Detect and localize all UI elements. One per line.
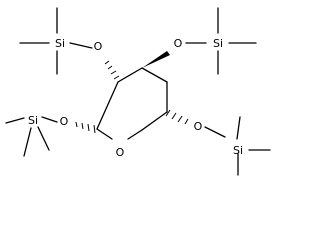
- o-atom-ring: O: [116, 146, 125, 159]
- bond-c2-c3: [117, 67, 143, 83]
- o-atom-top-right: O: [174, 37, 183, 50]
- bond-c5-c6: [141, 111, 168, 131]
- methyl-bond: [23, 127, 32, 157]
- si-atom-right: Si: [233, 144, 243, 157]
- o-atom-right: O: [194, 120, 203, 133]
- si-atom-left: Si: [28, 114, 38, 127]
- bond-c6-o-ring: [127, 129, 143, 140]
- hashed-bond-c1-o: [75, 121, 96, 134]
- si-atom-top-right: Si: [213, 37, 223, 50]
- methyl-bond: [37, 126, 50, 151]
- si-atom-top-left: Si: [55, 37, 65, 50]
- stereo-bonds: [75, 51, 189, 134]
- wedge-bond-c3-o: [142, 51, 170, 68]
- bond-o-si-right: [204, 126, 226, 138]
- bond-o-ring-c1: [96, 128, 113, 140]
- chemical-structure: Si O O Si O Si O O Si: [5, 7, 271, 176]
- methyl-bond: [236, 116, 241, 140]
- bond-o-si-left: [41, 116, 58, 123]
- hashed-bond-c5-o: [165, 109, 189, 125]
- bond-c1-c2: [96, 81, 119, 130]
- atom-labels: Si O O Si O Si O O Si: [28, 37, 243, 159]
- o-atom-top-left: O: [94, 40, 103, 53]
- substituent-bonds: [5, 7, 271, 176]
- methyl-bond: [5, 117, 25, 124]
- o-atom-left: O: [60, 115, 69, 128]
- hashed-bond-c2-o: [104, 60, 120, 80]
- bond-o-si-top-left: [69, 42, 93, 49]
- bond-c3-c4: [141, 67, 168, 83]
- ring-bonds: [96, 67, 168, 140]
